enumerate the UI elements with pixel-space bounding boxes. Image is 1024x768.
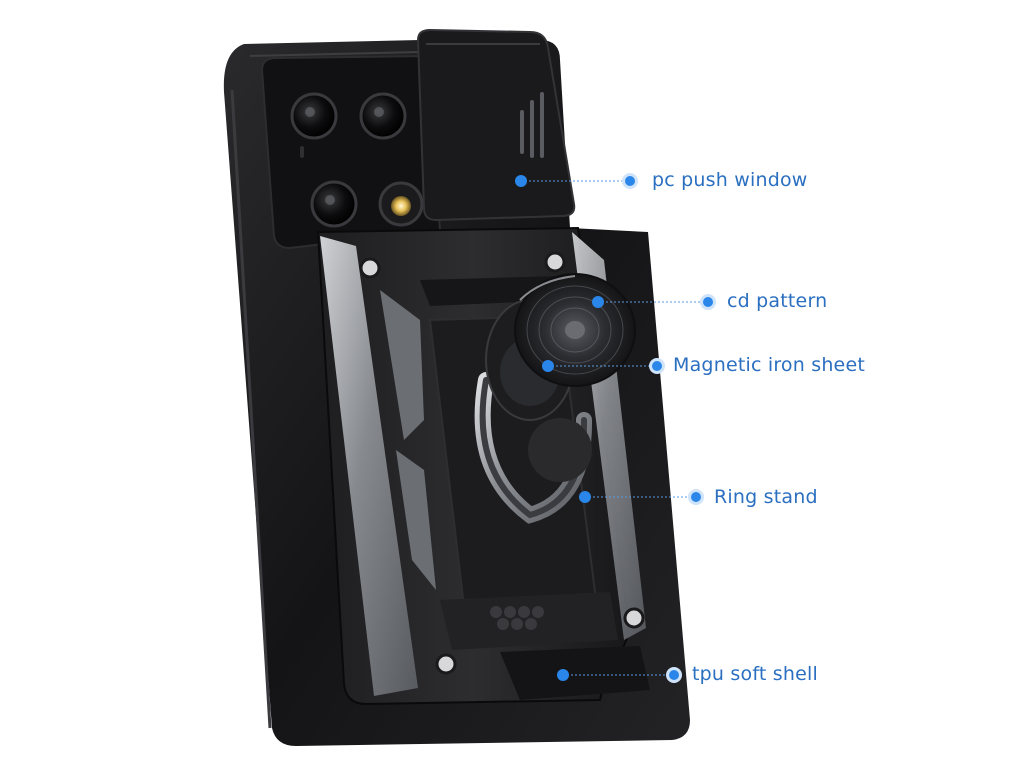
push-window-slider (416, 28, 576, 222)
camera-lens (359, 92, 407, 140)
camera-lens (290, 92, 338, 140)
label-pc-push-window: pc push window (652, 169, 808, 191)
label-tpu-soft-shell: tpu soft shell (692, 663, 818, 685)
label-magnetic-iron-sheet: Magnetic iron sheet (673, 354, 865, 376)
camera-lens (310, 180, 358, 228)
camera-module (260, 54, 442, 250)
ring-stand (474, 372, 593, 524)
cd-pattern-disk (514, 273, 636, 387)
label-cd-pattern: cd pattern (727, 290, 828, 312)
label-ring-stand: Ring stand (714, 486, 818, 508)
